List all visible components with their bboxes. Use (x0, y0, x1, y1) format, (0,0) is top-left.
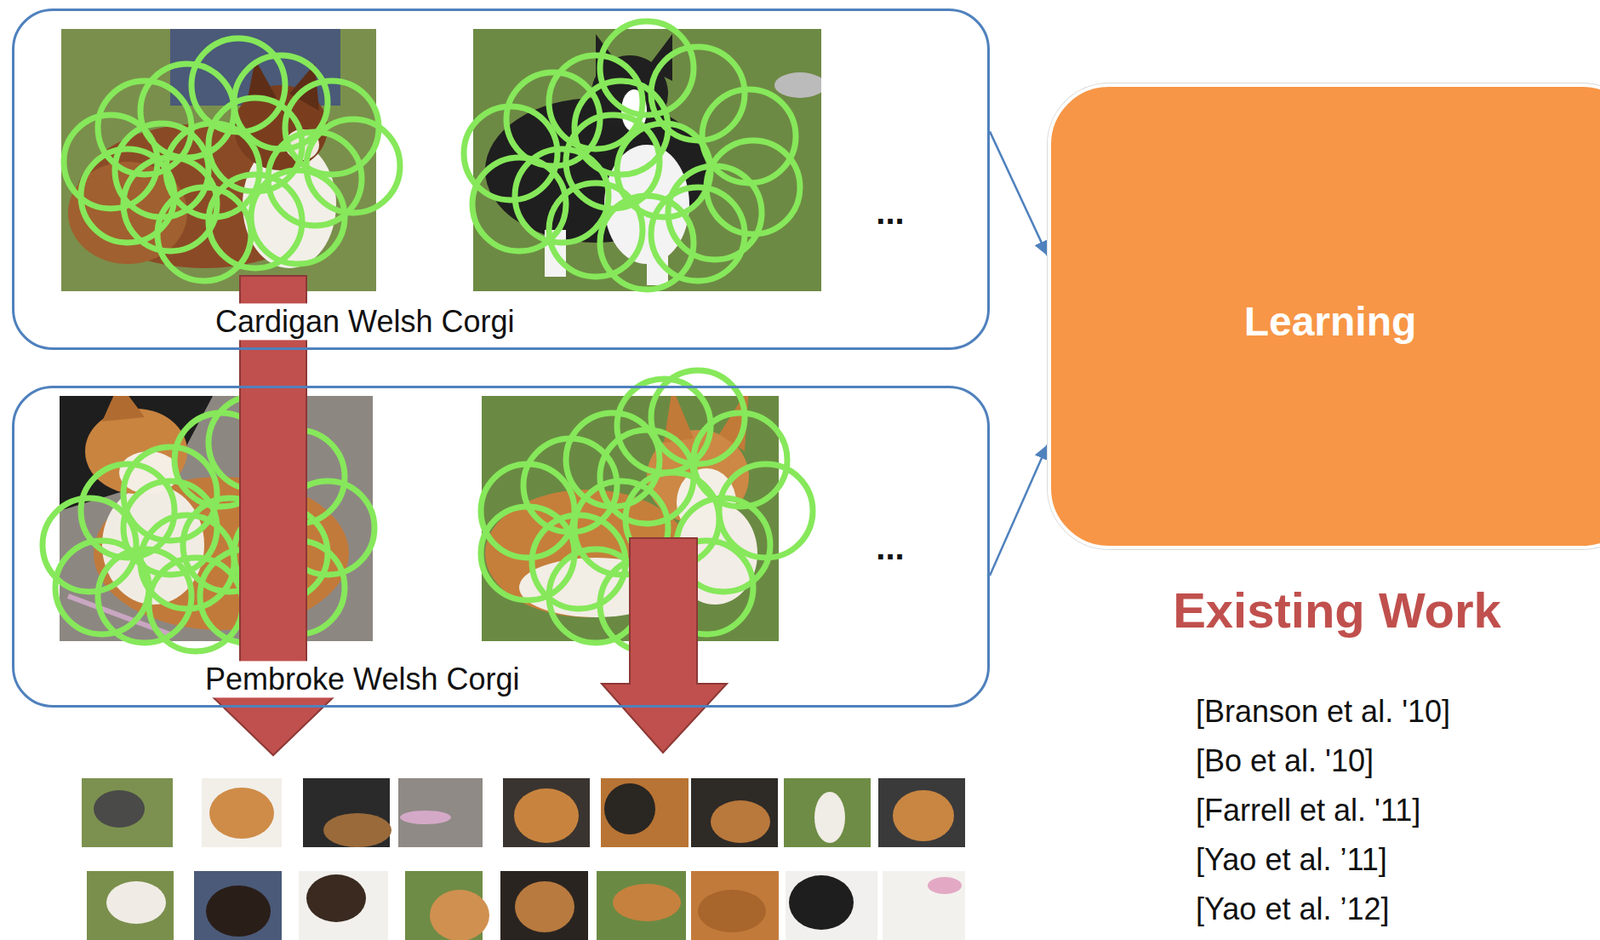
dog-photo (61, 28, 377, 292)
process-box: Learning (1047, 83, 1600, 549)
patch-row (81, 777, 966, 847)
grass (473, 28, 822, 292)
arrow-connector (989, 131, 1048, 256)
patch-detail (710, 800, 771, 843)
region-circle (114, 123, 209, 218)
dog-photo (59, 395, 373, 641)
region-circle (651, 370, 745, 464)
patch-thumbnail (691, 777, 778, 847)
reference: [Yao et al. ’11] (1195, 840, 1388, 878)
text-slot: Pembroke Welsh Corgi (201, 660, 523, 698)
region-circle (651, 187, 745, 281)
patch-thumbnail (783, 777, 871, 847)
patch-detail (514, 788, 579, 843)
patch-thumbnail (502, 777, 590, 847)
patch-thumbnail (878, 777, 966, 847)
box-title: Learning (1240, 297, 1421, 347)
class-label: Pembroke Welsh Corgi (201, 660, 523, 698)
patch-thumbnail (398, 777, 483, 847)
patch-detail (106, 880, 166, 924)
patch-detail (514, 880, 575, 932)
region-circle (600, 429, 694, 524)
patch-row (86, 870, 966, 940)
region-circle (123, 480, 218, 575)
patch-detail (788, 874, 854, 930)
patch-detail (429, 889, 490, 940)
patch-thumbnail (882, 870, 966, 940)
patch-thumbnail (500, 870, 589, 940)
patch-detail (205, 885, 271, 937)
region-circle (208, 174, 303, 269)
dog-tail (774, 72, 822, 98)
patch-thumbnail (86, 870, 174, 940)
label-slot: Existing Work (1172, 580, 1502, 640)
region-circle (565, 412, 660, 507)
text-slot: Learning (1240, 297, 1421, 347)
dog-ear (102, 395, 145, 422)
patch-detail (814, 791, 846, 843)
class-group-box: ... Cardigan Welsh Corgi (11, 8, 990, 350)
patch-detail (306, 874, 366, 922)
section-heading: Existing Work (1172, 580, 1502, 640)
reference: [Yao et al. ’12] (1195, 890, 1389, 927)
patch-thumbnail (298, 870, 389, 940)
patch-detail (93, 789, 145, 828)
patch-thumbnail (785, 870, 878, 940)
region-circle (480, 506, 575, 600)
grass (61, 28, 377, 292)
label-slot: [Yao et al. ’11] (1195, 840, 1388, 878)
reference: [Bo et al. '10] (1195, 742, 1374, 779)
patch-thumbnail (194, 870, 282, 940)
region-circle (548, 55, 643, 149)
region-circle (719, 463, 813, 558)
patch-thumbnail (596, 870, 686, 940)
ellipsis: ... (872, 526, 908, 568)
arrow-connector (989, 444, 1048, 576)
patch-detail (697, 889, 766, 932)
patch-detail (927, 876, 962, 894)
label-slot: [Farrell et al. '11] (1195, 791, 1421, 829)
reference: [Branson et al. '10] (1195, 692, 1451, 730)
patch-thumbnail (81, 777, 173, 847)
label-slot: [Branson et al. '10] (1195, 692, 1451, 730)
label-slot: [Yao et al. ’12] (1195, 890, 1389, 927)
class-group-box: ... Pembroke Welsh Corgi (11, 385, 990, 708)
patch-detail (209, 787, 275, 839)
region-circle (268, 131, 362, 226)
patch-thumbnail (691, 870, 779, 940)
patch-detail (612, 883, 681, 921)
pavement (59, 395, 373, 641)
patch-thumbnail (600, 777, 689, 847)
patch-thumbnail (201, 777, 282, 847)
text-slot: ... (872, 526, 908, 568)
patch-detail (323, 812, 392, 847)
patch-detail (400, 810, 452, 824)
region-circle (600, 21, 694, 115)
dog-photo (473, 28, 822, 292)
ellipsis: ... (872, 191, 908, 233)
block-arrow (601, 537, 727, 753)
class-label: Cardigan Welsh Corgi (211, 302, 519, 340)
label-slot: [Bo et al. '10] (1195, 742, 1374, 779)
region-circle (574, 80, 669, 175)
patch-detail (604, 782, 656, 835)
text-slot: ... (872, 191, 908, 233)
patch-detail (892, 789, 955, 841)
region-circle (251, 170, 345, 264)
text-slot: Cardigan Welsh Corgi (211, 302, 519, 340)
reference: [Farrell et al. '11] (1195, 791, 1421, 829)
